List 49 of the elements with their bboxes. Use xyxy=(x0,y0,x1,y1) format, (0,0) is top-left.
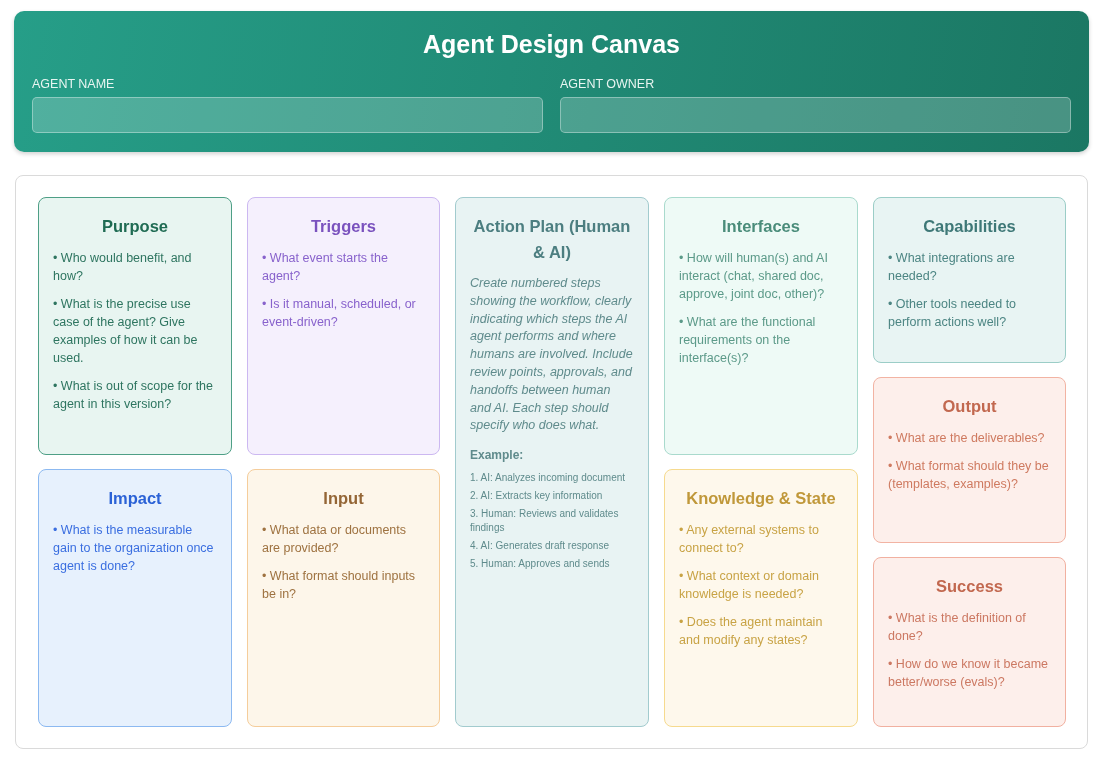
prompt-text: • Other tools needed to perform actions well? xyxy=(888,296,1018,331)
prompt-text: • Who would benefit, and how? xyxy=(53,250,193,285)
prompt-text: • What are the deliverables? xyxy=(888,430,1046,447)
example-step: 5. Human: Approves and sends xyxy=(470,557,634,572)
card-heading: Knowledge & State xyxy=(686,488,836,509)
card-heading: Impact xyxy=(108,488,162,509)
card-heading: Action Plan (Human & AI) xyxy=(472,216,632,263)
canvas-card xyxy=(247,197,440,455)
card-heading: Capabilities xyxy=(923,216,1016,237)
card-heading: Triggers xyxy=(310,216,377,237)
prompt-text: • What are the functional requirements on the interface(s)? xyxy=(679,314,817,367)
prompt-text: • Any external systems to connect to? xyxy=(679,522,820,557)
prompt-text: • What format should they be (templates, examples)? xyxy=(888,458,1050,493)
card-heading: Output xyxy=(942,396,997,417)
prompt-text: • What is the definition of done? xyxy=(888,610,1027,645)
canvas-card xyxy=(38,469,232,727)
prompt-text: • How will human(s) and AI interact (chat, shared doc, approve, joint doc, other)? xyxy=(679,250,829,303)
prompt-text: • What data or documents are provided? xyxy=(262,522,408,557)
prompt-text: • What is out of scope for the agent in this version? xyxy=(53,378,214,413)
canvas-card xyxy=(664,469,858,727)
canvas-card xyxy=(873,197,1066,363)
example-step: 2. AI: Extracts key information xyxy=(470,489,634,504)
prompt-text: • What is the precise use case of the agent? Give examples of how it can be used. xyxy=(53,296,199,367)
canvas-card xyxy=(873,377,1066,543)
card-heading: Purpose xyxy=(102,216,168,237)
prompt-text: • What event starts the agent? xyxy=(262,250,389,285)
example-step: 4. AI: Generates draft response xyxy=(470,539,634,554)
prompt-text: • What format should inputs be in? xyxy=(262,568,417,603)
instruction-text: Create numbered steps showing the workflow, clearly indicating which steps the AI agent performs and where humans are involved. Include review points, approvals, and handoffs between human and AI. Each step should specify who does what. xyxy=(470,275,634,435)
example-step: 1. AI: Analyzes incoming document xyxy=(470,471,634,486)
prompt-text: • What context or domain knowledge is needed? xyxy=(679,568,820,603)
canvas-card xyxy=(455,197,649,727)
card-heading: Input xyxy=(323,488,364,509)
example-heading: Example: xyxy=(470,447,525,464)
card-heading: Interfaces xyxy=(722,216,800,237)
canvas-title: Agent Design Canvas xyxy=(423,29,680,59)
example-step: 3. Human: Reviews and validates findings xyxy=(470,507,634,536)
prompt-text: • Does the agent maintain and modify any states? xyxy=(679,614,824,649)
prompt-text: • What integrations are needed? xyxy=(888,250,1016,285)
canvas-card xyxy=(38,197,232,455)
prompt-text: • Is it manual, scheduled, or event-driven? xyxy=(262,296,417,331)
canvas-card xyxy=(873,557,1066,727)
field-label: AGENT OWNER xyxy=(560,77,655,92)
canvas-card xyxy=(247,469,440,727)
field-label: AGENT NAME xyxy=(32,77,115,92)
card-heading: Success xyxy=(936,576,1003,597)
canvas-card xyxy=(664,197,858,455)
prompt-text: • How do we know it became better/worse (evals)? xyxy=(888,656,1049,691)
prompt-text: • What is the measurable gain to the organization once agent is done? xyxy=(53,522,215,575)
